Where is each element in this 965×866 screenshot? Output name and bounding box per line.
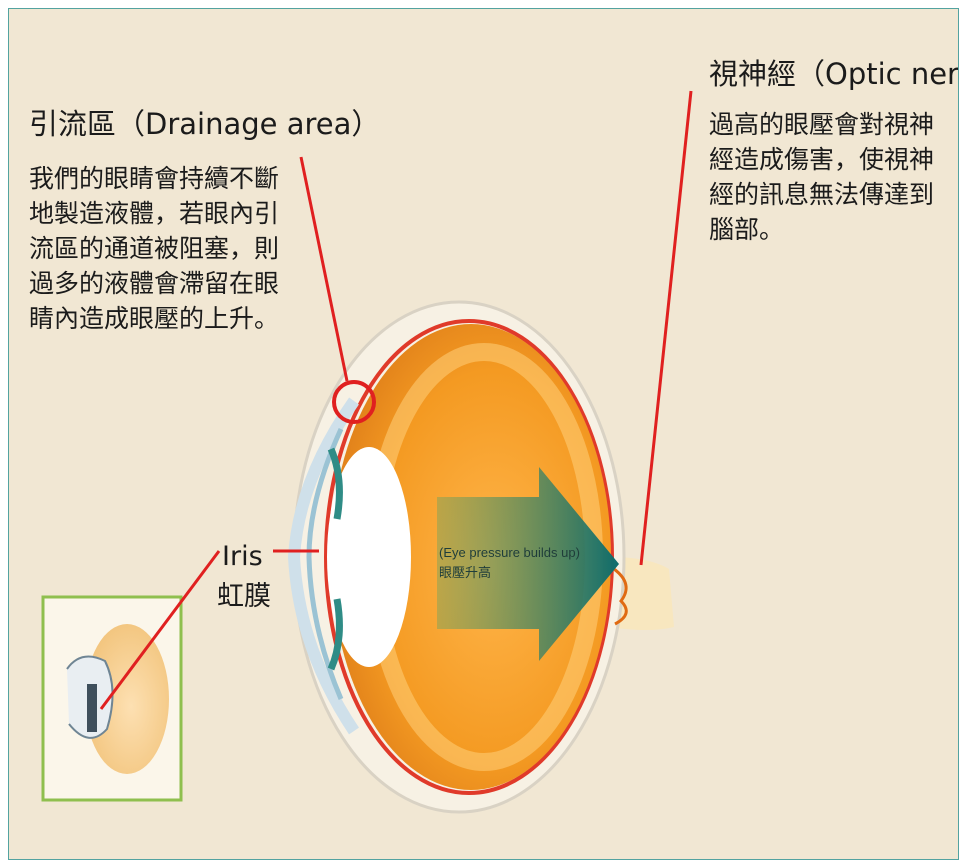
drainage-circle	[332, 380, 376, 424]
cornea	[287, 397, 359, 735]
arrow-label-zh: 眼壓升高	[439, 565, 491, 581]
drainage-leader	[299, 156, 349, 382]
optic-leader	[639, 90, 693, 566]
pressure-arrow	[437, 467, 619, 661]
drainage-title: 引流區（Drainage area）	[29, 107, 381, 141]
eye-illustration: (Eye pressure builds up) 眼壓升高	[41, 90, 693, 814]
arrow-label-en: (Eye pressure builds up)	[439, 545, 580, 560]
lens	[327, 447, 411, 667]
iris-leader-left	[99, 550, 221, 710]
iris-label-zh: 虹膜	[217, 581, 271, 612]
iris-label-en: Iris	[222, 541, 263, 572]
drainage-description: 我們的眼睛會持續不斷地製造液體，若眼內引流區的通道被阻塞，則過多的液體會滯留在眼…	[29, 164, 280, 333]
iris-bottom	[327, 598, 343, 671]
optic-nerve-description: 過高的眼壓會對視神經造成傷害，使視神經的訊息無法傳達到腦部。	[709, 110, 935, 244]
optic-nerve-title: 視神經（Optic nerve）	[709, 57, 959, 91]
diagram-panel: (Eye pressure builds up) 眼壓升高 引流區（Draina…	[8, 8, 959, 860]
iris-top	[327, 447, 343, 520]
